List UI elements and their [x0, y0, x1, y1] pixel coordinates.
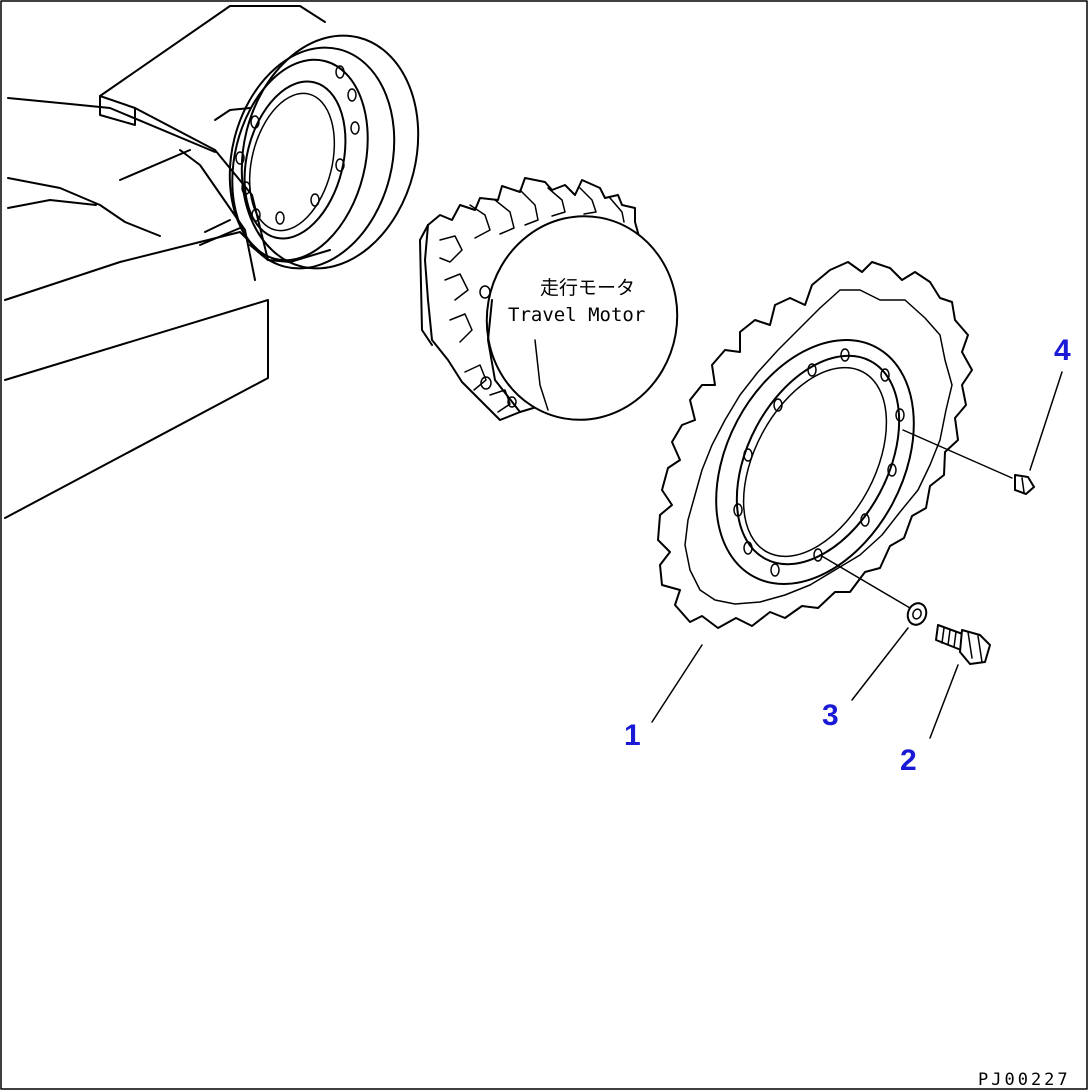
callout-4: 4: [1054, 334, 1071, 367]
leader-2: [929, 664, 959, 739]
callout-2: 2: [900, 744, 917, 777]
leader-3: [851, 627, 909, 701]
track-frame: [4, 5, 420, 519]
plug: [1014, 474, 1035, 495]
callout-1: 1: [624, 719, 641, 752]
washer: [906, 602, 928, 626]
motor-label-japanese: 走行モータ: [540, 277, 635, 299]
bolt-center-line: [819, 554, 911, 609]
bolt: [935, 624, 991, 665]
travel-motor: [419, 177, 679, 421]
plug-center-line: [902, 429, 1013, 479]
leader-4: [1029, 371, 1063, 471]
motor-label-english: Travel Motor: [508, 304, 645, 326]
drawing-id: PJ00227: [978, 1070, 1071, 1090]
sprocket: [657, 261, 973, 629]
leader-1: [651, 644, 703, 723]
callout-3: 3: [822, 699, 839, 732]
